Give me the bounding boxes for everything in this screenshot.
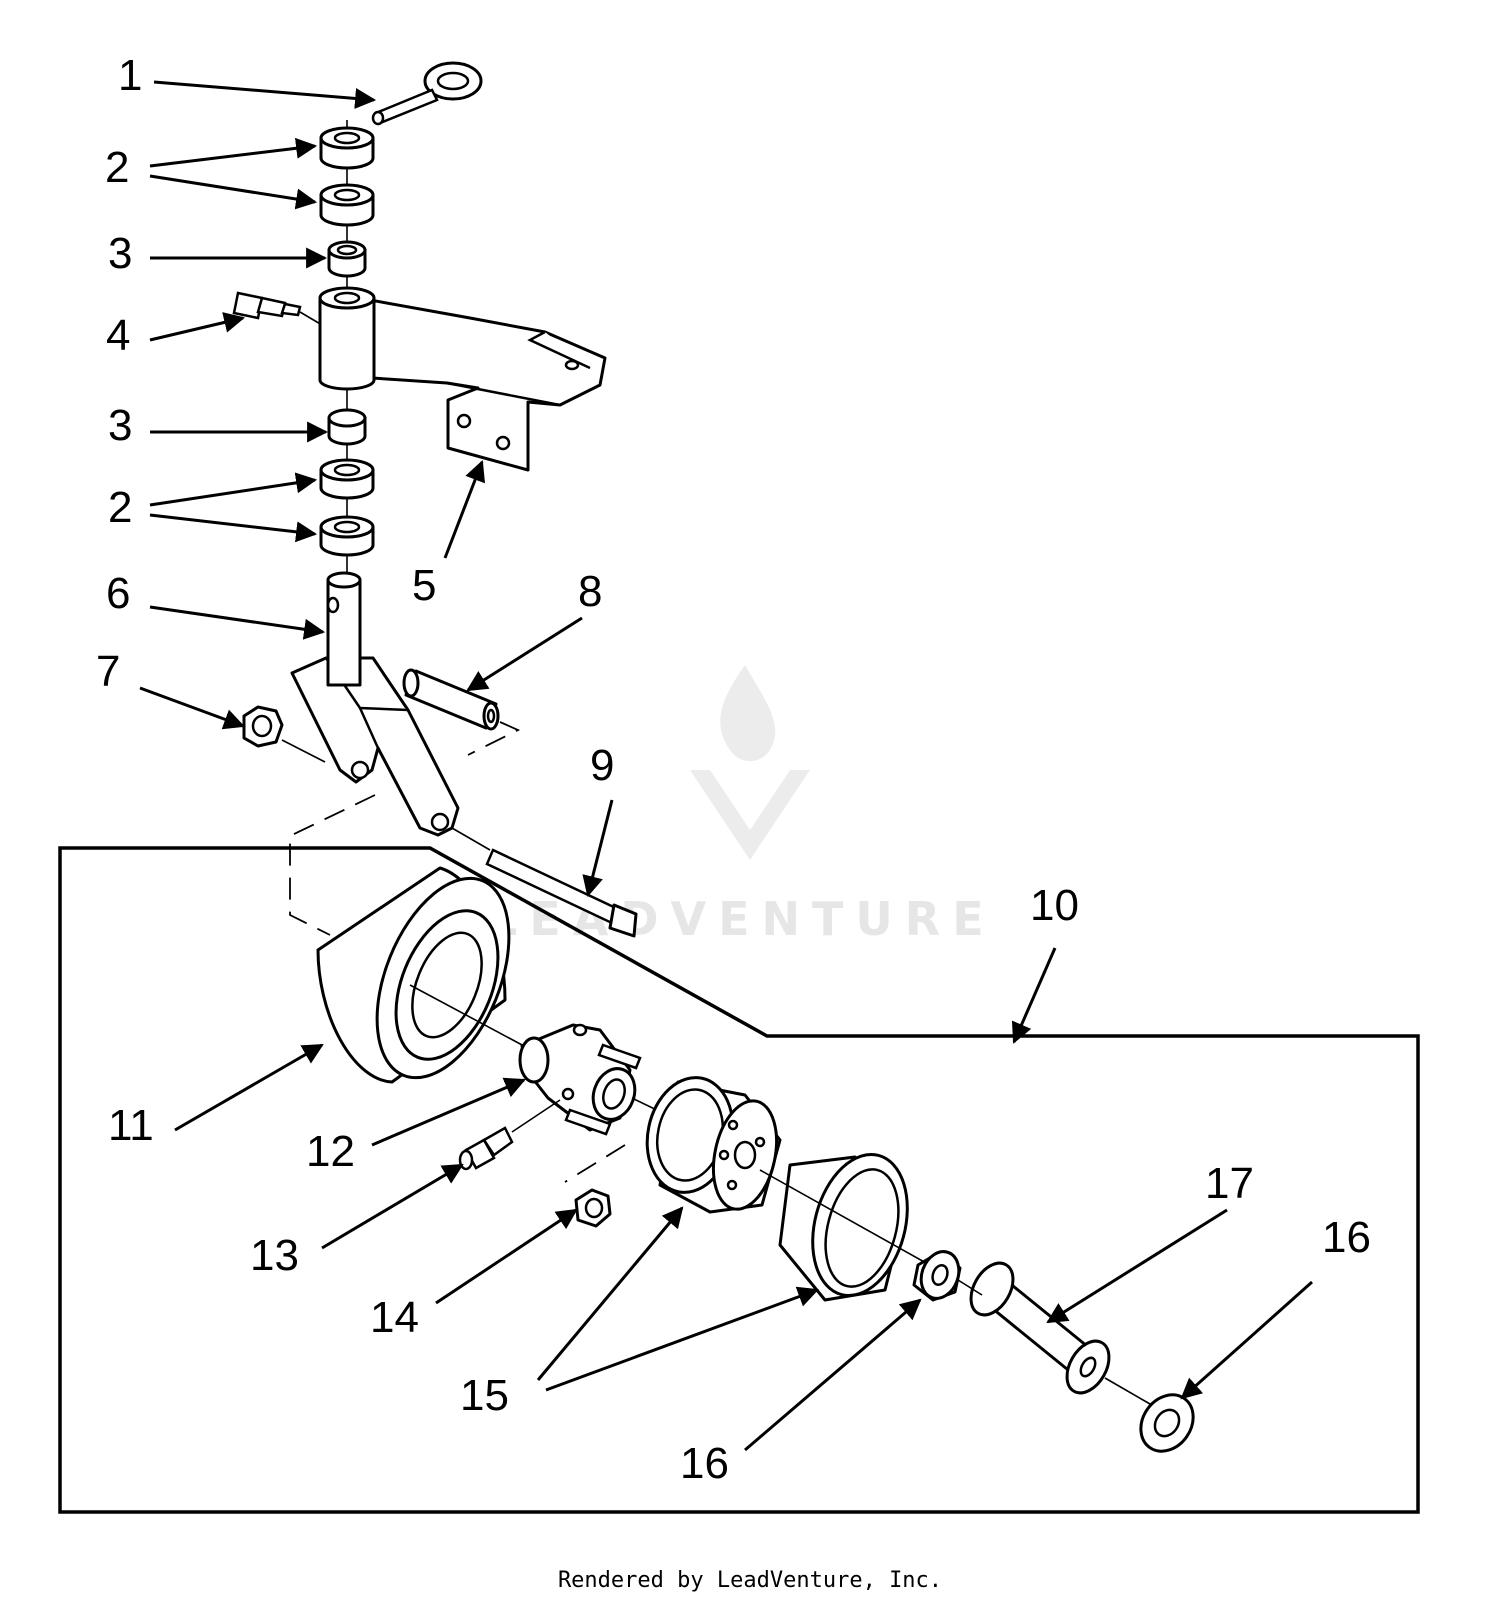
part-16-outer-washer — [1139, 1393, 1195, 1453]
part-6-caster-yoke — [290, 571, 460, 837]
part-4-grease-fitting — [232, 291, 323, 326]
callout-2-lower: 2 — [108, 483, 132, 532]
part-3-lower-bushing — [327, 408, 367, 446]
callout-5: 5 — [412, 561, 436, 610]
part-13-grease-fitting — [458, 1099, 561, 1171]
callout-14: 14 — [370, 1293, 419, 1342]
part-12-wheel-hub — [409, 984, 666, 1136]
part-2-upper-washers — [319, 126, 375, 227]
part-3-upper-bushing — [327, 240, 367, 278]
callout-11: 11 — [108, 1101, 154, 1150]
part-14-nut — [574, 1188, 612, 1228]
leader-lines — [139, 80, 1313, 1452]
callout-13: 13 — [250, 1231, 299, 1280]
callout-10: 10 — [1030, 881, 1079, 930]
callout-8: 8 — [578, 567, 602, 616]
callout-1: 1 — [118, 51, 142, 100]
part-16-inner-washer — [912, 1250, 962, 1302]
callout-16-outer: 16 — [1322, 1213, 1371, 1262]
callout-6: 6 — [106, 569, 130, 618]
callout-17: 17 — [1205, 1159, 1254, 1208]
callout-12: 12 — [306, 1127, 355, 1176]
callout-3-lower: 3 — [108, 401, 132, 450]
part-9-bolt — [451, 827, 638, 938]
part-15-bearing-cup — [759, 1152, 936, 1302]
part-8-spacer-tube — [402, 668, 521, 756]
part-5-caster-arm — [318, 286, 607, 472]
callout-2-upper: 2 — [105, 143, 129, 192]
wheel-kit-boundary — [58, 846, 1420, 1514]
callout-15: 15 — [460, 1371, 509, 1420]
part-2-lower-washers — [319, 458, 375, 557]
part-15-bearing-flanged — [645, 1076, 782, 1214]
callout-16-inner: 16 — [680, 1439, 729, 1488]
part-7-lock-nut — [242, 705, 326, 763]
callout-3-upper: 3 — [108, 229, 132, 278]
part-1-hitch-pin — [371, 61, 483, 126]
part-17-axle-spacer — [957, 1261, 1151, 1405]
callout-numbers: 1 2 3 4 3 2 5 6 7 8 9 10 11 12 13 14 15 … — [96, 51, 1371, 1488]
watermark-logo: LEADVENTURE — [488, 665, 984, 946]
callout-7: 7 — [96, 647, 120, 696]
callout-9: 9 — [590, 741, 614, 790]
callout-4: 4 — [106, 311, 130, 360]
part-11-tire — [316, 866, 511, 1084]
footer-credit: Rendered by LeadVenture, Inc. — [557, 1568, 943, 1593]
